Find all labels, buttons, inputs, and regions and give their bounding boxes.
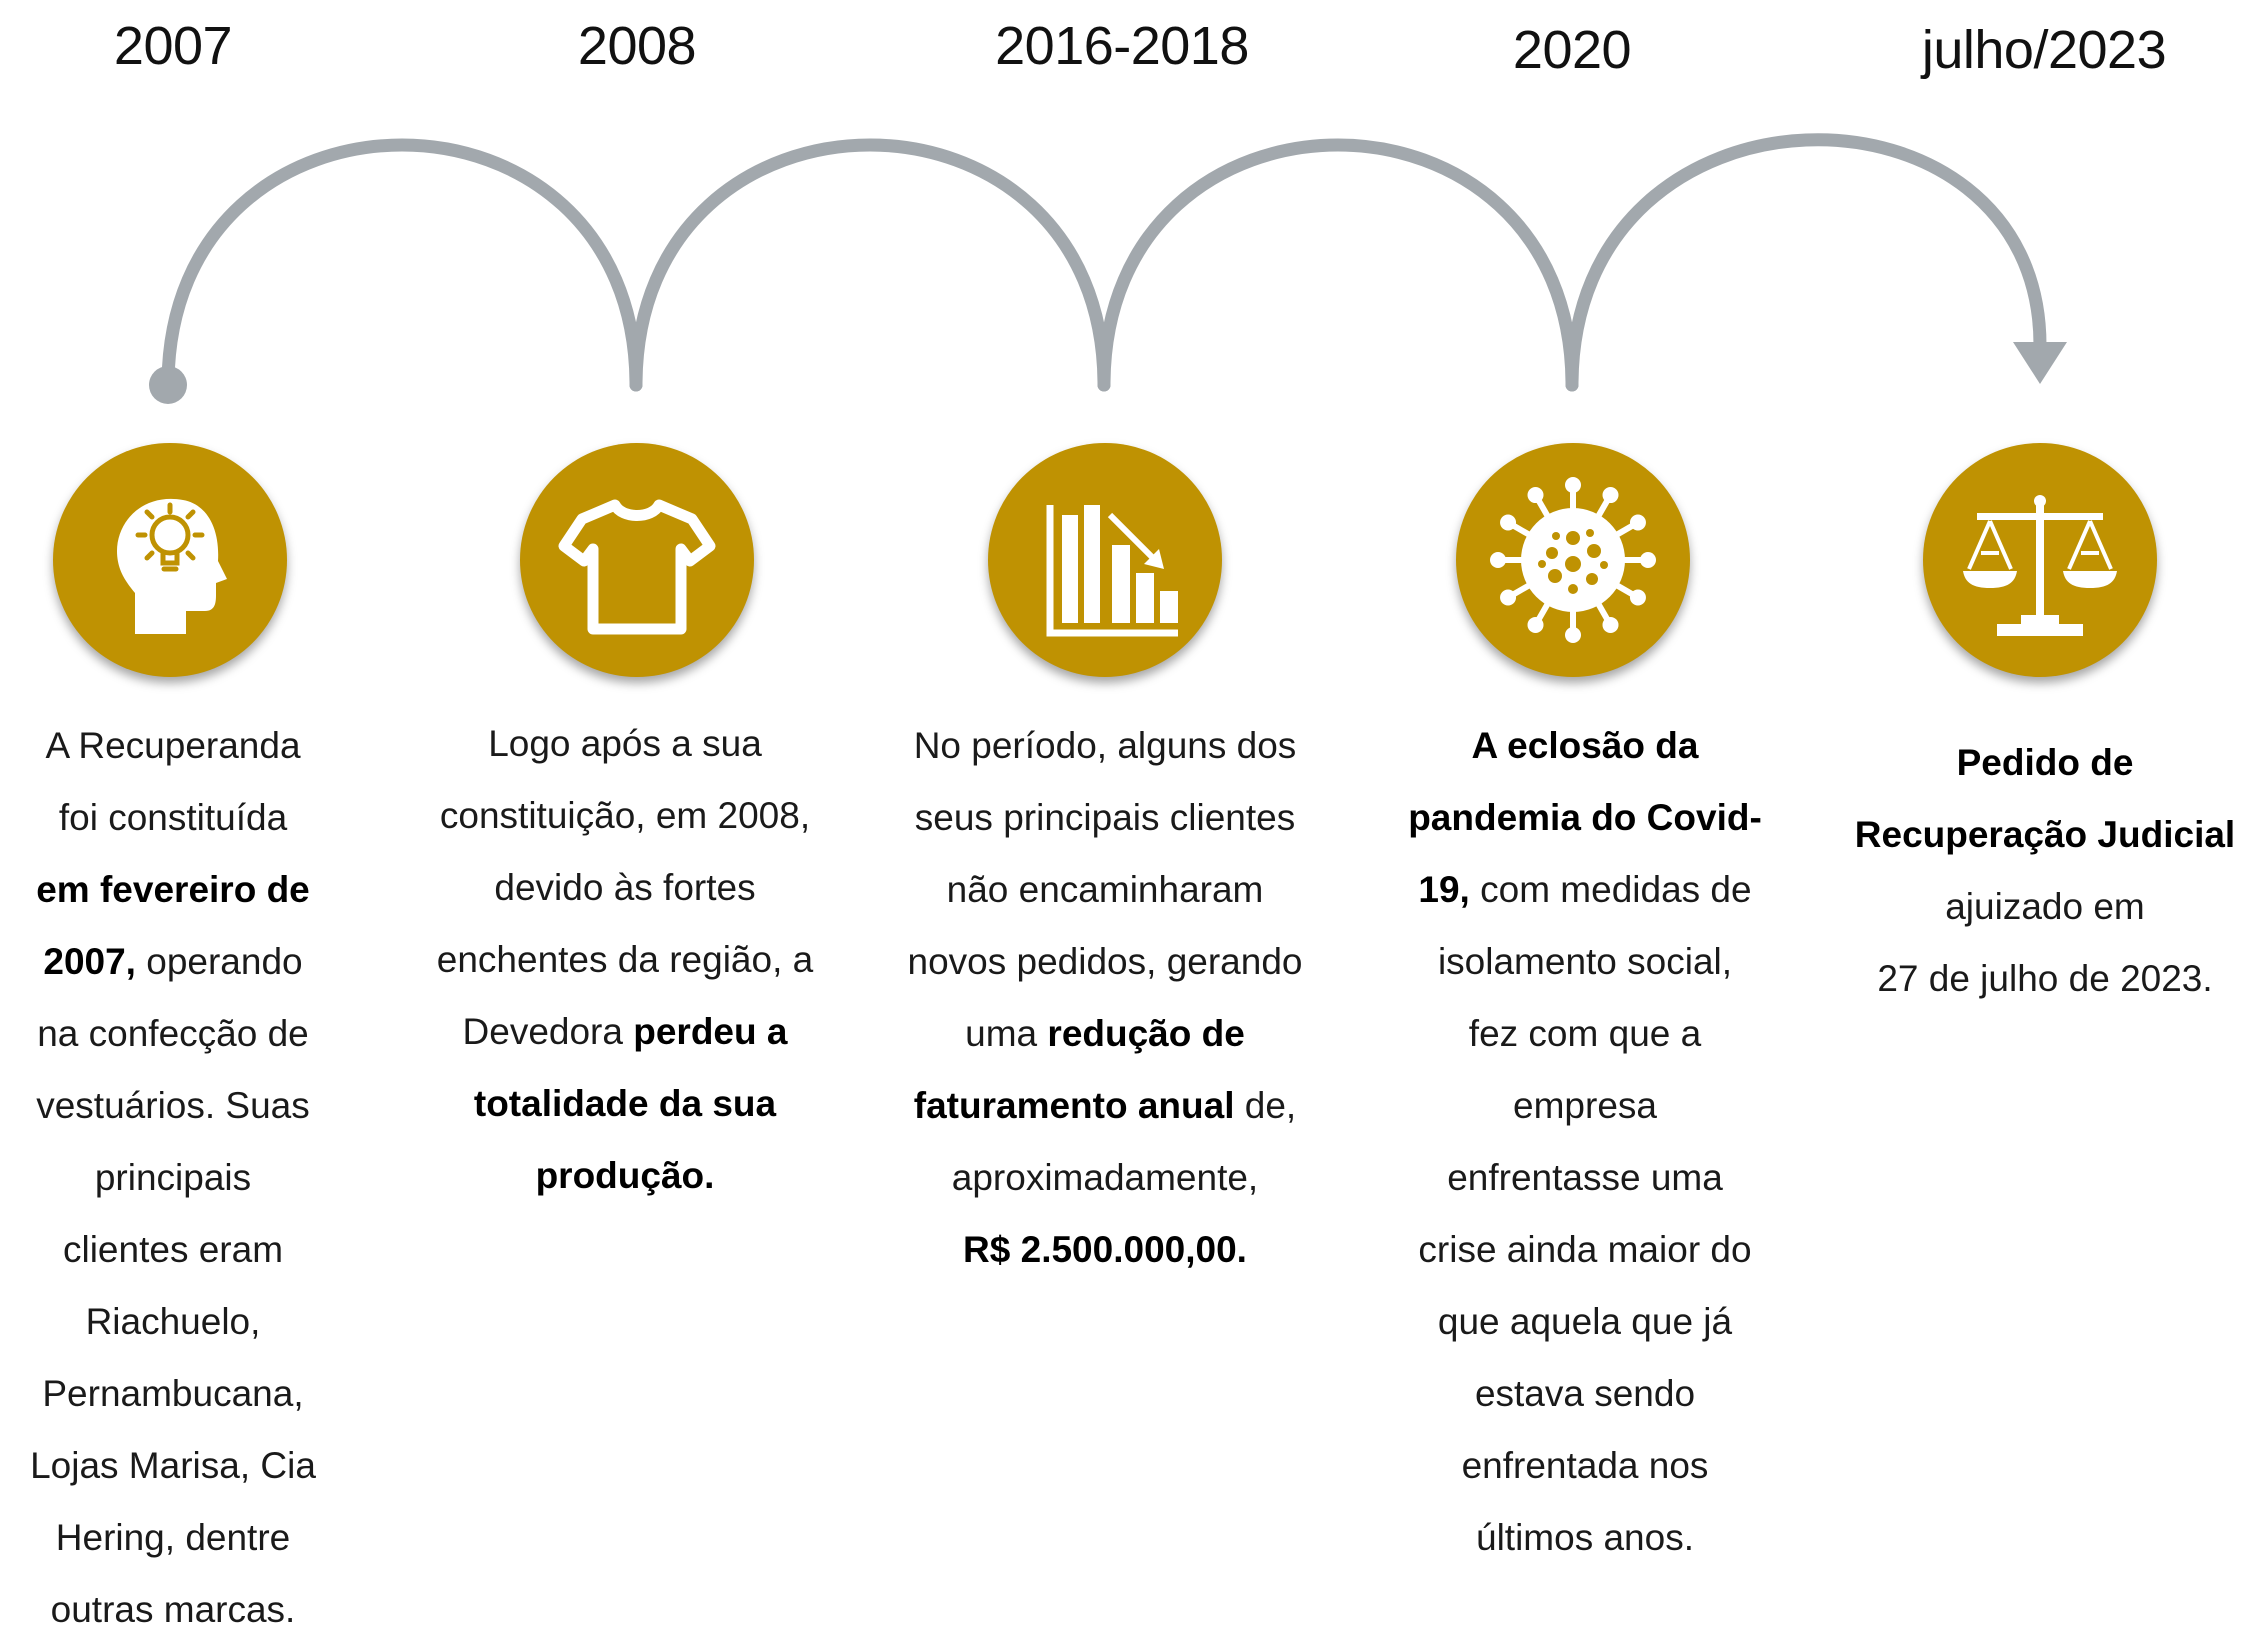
virus-spike-tip <box>1629 514 1646 531</box>
description-line: Lojas Marisa, Cia <box>30 1445 316 1486</box>
description-line: estava sendo <box>1474 1373 1696 1414</box>
description-line: que aquela que já <box>1437 1301 1733 1342</box>
description-line: enchentes da região, a <box>436 939 814 980</box>
description-line: Logo após a sua <box>488 723 762 764</box>
scales-of-justice-icon <box>1963 495 2117 636</box>
head-lightbulb-icon <box>117 498 227 634</box>
timeline-year-july-2023: julho/2023 <box>1921 20 2167 80</box>
virus-spike-tip <box>1629 589 1646 606</box>
arc-2020-2023 <box>1565 133 2047 392</box>
virus-spike-tip <box>1602 487 1619 504</box>
t-shirt-icon <box>558 499 716 635</box>
description-line: pandemia do Covid- <box>1408 797 1762 838</box>
description-line: outras marcas. <box>50 1589 296 1630</box>
icon-circle-2020 <box>1456 443 1690 677</box>
arc-2016-2020 <box>1097 138 1579 392</box>
description-line: últimos anos. <box>1476 1517 1694 1558</box>
timeline-description-2007: A Recuperanda foi constituída em fevereiro… <box>0 710 393 1646</box>
description-line: empresa <box>1513 1085 1657 1126</box>
description-line: A Recuperanda <box>45 725 301 766</box>
virus-spike-tip <box>1602 616 1619 633</box>
description-line: 2007, operando <box>43 941 303 982</box>
description-line: No período, alguns dos <box>913 725 1297 766</box>
timeline-year-2016-2018: 2016-2018 <box>995 16 1249 76</box>
description-line: enfrentada nos <box>1461 1445 1709 1486</box>
description-line: novos pedidos, gerando <box>907 941 1303 982</box>
timeline-end-arrowhead <box>2013 342 2067 384</box>
description-line: 27 de julho de 2023. <box>1877 958 2213 999</box>
description-line: uma redução de <box>965 1013 1245 1054</box>
timeline-year-2008: 2008 <box>577 16 697 76</box>
virus-spike-tip <box>1527 616 1544 633</box>
description-line: na confecção de <box>37 1013 309 1054</box>
arc-2007-2008 <box>161 138 643 392</box>
timeline-description-july-2023: Pedido de Recuperação Judicial ajuizado em… <box>1825 727 2243 1015</box>
description-line: aproximadamente, <box>951 1157 1259 1198</box>
virus-spike-tip <box>1565 627 1581 643</box>
virus-spike-tip <box>1640 552 1656 568</box>
declining-bar-chart-icon <box>1046 505 1178 637</box>
description-line: ajuizado em <box>1945 886 2145 927</box>
timeline-year-2020: 2020 <box>1512 20 1632 80</box>
timeline-year-2007: 2007 <box>113 16 233 76</box>
virus-spike-tip <box>1490 552 1506 568</box>
description-line: 19, com medidas de <box>1418 869 1752 910</box>
description-line: constituição, em 2008, <box>439 795 811 836</box>
icon-circle-july-2023 <box>1923 443 2157 677</box>
description-line: A eclosão da <box>1471 725 1699 766</box>
description-line: enfrentasse uma <box>1447 1157 1723 1198</box>
description-line: Devedora perdeu a <box>462 1011 788 1052</box>
virus-icon <box>1490 477 1656 643</box>
timeline-description-2020: A eclosão da pandemia do Covid- 19, com me… <box>1365 710 1805 1574</box>
description-line: seus principais clientes <box>914 797 1296 838</box>
description-line: foi constituída <box>58 797 288 838</box>
description-line: vestuários. Suas <box>36 1085 310 1126</box>
description-line: não encaminharam <box>946 869 1264 910</box>
description-line: Hering, dentre <box>55 1517 291 1558</box>
timeline-description-2008: Logo após a sua constituição, em 2008, dev… <box>405 708 845 1212</box>
description-line: faturamento anual de, <box>913 1085 1297 1126</box>
description-line: produção. <box>535 1155 715 1196</box>
virus-spike-tip <box>1500 589 1517 606</box>
arc-2008-2016 <box>629 138 1111 392</box>
description-line: crise ainda maior do <box>1418 1229 1752 1270</box>
virus-spike-tip <box>1565 477 1581 493</box>
description-line: devido às fortes <box>494 867 756 908</box>
icon-circle-2016-2018 <box>988 443 1222 677</box>
description-line: isolamento social, <box>1437 941 1733 982</box>
timeline-description-2016-2018: No período, alguns dos seus principais cl… <box>885 710 1325 1286</box>
timeline-start-dot <box>149 366 187 404</box>
virus-spike-tip <box>1500 514 1517 531</box>
icon-circle-2008 <box>520 443 754 677</box>
virus-spike-tip <box>1527 487 1544 504</box>
description-line: Riachuelo, <box>85 1301 261 1342</box>
description-line: em fevereiro de <box>36 869 310 910</box>
description-line: totalidade da sua <box>473 1083 777 1124</box>
description-line: clientes eram <box>62 1229 284 1270</box>
description-line: Pernambucana, <box>42 1373 304 1414</box>
icon-circle-2007 <box>53 443 287 677</box>
description-line: Pedido de <box>1956 742 2134 783</box>
description-line: fez com que a <box>1468 1013 1702 1054</box>
description-line: Recuperação Judicial <box>1854 814 2236 855</box>
description-line: R$ 2.500.000,00. <box>963 1229 1247 1270</box>
description-line: principais <box>94 1157 252 1198</box>
